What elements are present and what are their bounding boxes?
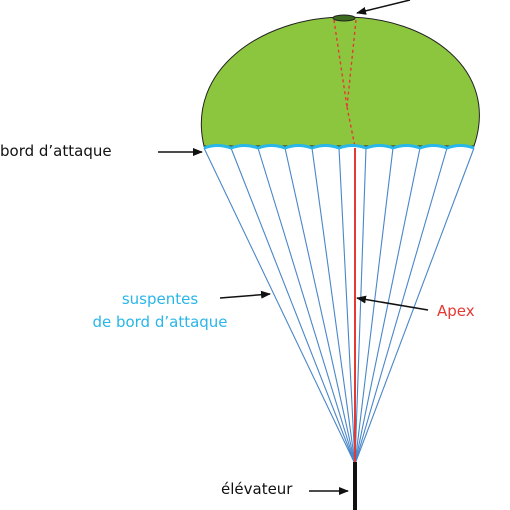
apex-label: Apex: [437, 302, 475, 320]
riser-label: élévateur: [221, 480, 293, 498]
suspension-line: [354, 147, 475, 465]
suspension-line: [311, 147, 356, 465]
leading-edge-line: [203, 144, 475, 150]
suspension-line: [338, 147, 356, 465]
suspension-line: [230, 147, 356, 465]
canopy: [200, 16, 480, 147]
suspension-line: [284, 147, 356, 465]
suspension-line: [354, 147, 367, 465]
suspension-line: [354, 147, 421, 465]
apex-arrow: [356, 295, 429, 311]
leading-edge-lines-label: suspentes de bord d’attaque: [60, 288, 260, 334]
leading-edge-lines-arrow: [219, 290, 271, 299]
leading-edge-lines-label-line-2: de bord d’attaque: [92, 313, 228, 331]
suspension-lines: [203, 147, 475, 465]
top-vent-arrow: [356, 0, 411, 15]
top-vent: [332, 14, 356, 22]
suspension-line: [203, 147, 356, 465]
leading-edge-lines-label-line-1: suspentes: [121, 290, 199, 308]
leading-edge-label: bord d’attaque: [0, 142, 112, 160]
suspension-line: [257, 147, 356, 465]
apex-internal-lines: [333, 19, 357, 148]
suspension-line: [354, 147, 394, 465]
